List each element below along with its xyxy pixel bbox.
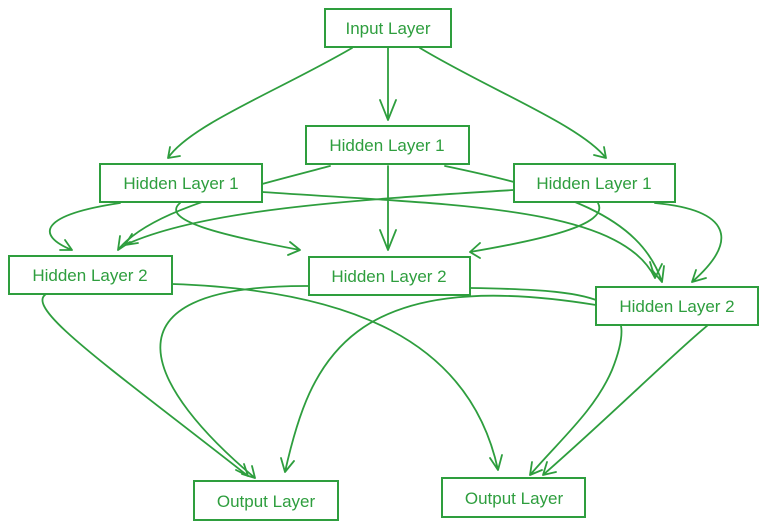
node-hidden-layer-2-right-label: Hidden Layer 2 (619, 297, 734, 316)
node-output-layer-left: Output Layer (193, 480, 339, 521)
edge-h2center-to-output-right (469, 287, 623, 476)
node-hidden-layer-2-right-box (595, 286, 759, 326)
edge-h1right-to-h2center (469, 202, 601, 259)
node-output-layer-left-label: Output Layer (217, 492, 316, 511)
node-hidden-layer-2-center-label: Hidden Layer 2 (331, 267, 446, 286)
node-output-layer-right: Output Layer (441, 477, 586, 518)
node-hidden-layer-2-right: Hidden Layer 2 (595, 286, 759, 326)
edge-h1center-to-h2right (444, 165, 665, 283)
edge-input-to-hidden1-center (379, 47, 397, 121)
node-hidden-layer-2-center: Hidden Layer 2 (308, 256, 471, 296)
node-hidden-layer-1-center: Hidden Layer 1 (305, 125, 470, 165)
edge-h1left-to-h2center (175, 202, 301, 256)
edge-h2center-to-output-left (159, 285, 309, 479)
edge-h1right-to-h2right (654, 202, 723, 283)
edge-h2left-to-output-right (171, 283, 503, 471)
edge-h2left-to-output-left (41, 292, 249, 477)
node-input-layer-label: Input Layer (345, 19, 430, 38)
node-input-layer: Input Layer (324, 8, 452, 48)
edge-h2right-to-output-left (280, 294, 597, 473)
node-hidden-layer-2-left-label: Hidden Layer 2 (32, 266, 147, 285)
node-hidden-layer-1-right-label: Hidden Layer 1 (536, 174, 651, 193)
node-hidden-layer-1-left-box (99, 163, 263, 203)
edge-h1center-to-h2center (379, 165, 397, 251)
node-hidden-layer-1-right: Hidden Layer 1 (513, 163, 676, 203)
edge-h1right-to-h2left (124, 189, 515, 246)
node-hidden-layer-1-center-box (305, 125, 470, 165)
node-hidden-layer-1-left-label: Hidden Layer 1 (123, 174, 238, 193)
edge-input-to-hidden1-left (167, 47, 353, 159)
node-hidden-layer-2-left: Hidden Layer 2 (8, 255, 173, 295)
edges (41, 47, 749, 479)
edge-h1left-to-h2left (49, 202, 121, 251)
node-output-layer-right-box (441, 477, 586, 518)
node-hidden-layer-1-center-label: Hidden Layer 1 (329, 136, 444, 155)
node-hidden-layer-2-left-box (8, 255, 173, 295)
edge-input-to-hidden1-right (419, 47, 607, 159)
node-output-layer-left-box (193, 480, 339, 521)
node-hidden-layer-2-center-box (308, 256, 471, 296)
node-hidden-layer-1-left: Hidden Layer 1 (99, 163, 263, 203)
node-hidden-layer-1-right-box (513, 163, 676, 203)
node-output-layer-right-label: Output Layer (465, 489, 564, 508)
node-input-layer-box (324, 8, 452, 48)
